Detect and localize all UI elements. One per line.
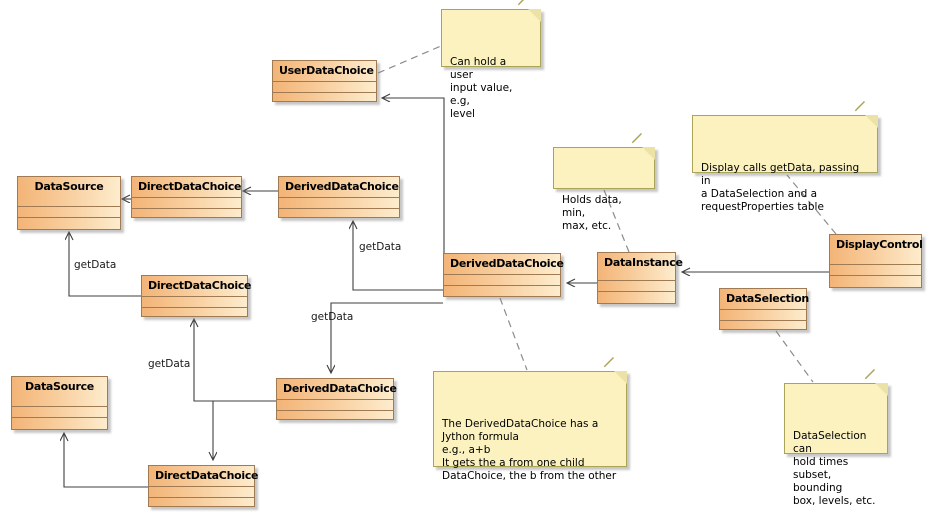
note-userdatachoice: Can hold a user input value, e.g, level [441,0,541,120]
class-operations-compartment [444,286,560,297]
class-attributes-compartment [273,82,376,93]
class-title: DerivedDataChoice [277,379,397,400]
class-attributes-compartment [277,400,393,411]
class-box-deriveddatachoice-mid[interactable]: DerivedDataChoice [443,253,564,297]
class-box-datasource-top[interactable]: DataSource [17,176,121,230]
class-box-datasource-bottom[interactable]: DataSource [11,376,108,430]
edge-derived-bot-to-direct-mid [194,319,276,402]
class-title: DerivedDataChoice [279,177,399,198]
noteanchor-dataselection [775,330,814,383]
class-attributes-compartment [444,275,560,286]
class-attributes-compartment [830,265,921,276]
class-box-userdatachoice[interactable]: UserDataChoice [272,60,377,102]
class-box-directdatachoice-bottom[interactable]: DirectDataChoice [148,465,259,509]
class-title: DisplayControl [830,235,923,265]
class-attributes-compartment [720,310,806,321]
edge-label-getdata-derived-mid-to-bottom: getData [311,311,354,323]
class-title: DirectDataChoice [132,177,242,198]
note-fold-icon [614,371,627,384]
note-text: Can hold a user input value, e.g, level [450,56,513,120]
class-title: DataSource [18,177,120,207]
edge-label-getdata-derived-bot-to-direct-mid: getData [148,358,191,370]
class-title: DataInstance [598,253,683,281]
noteanchor-derivedmid [499,297,528,371]
noteanchor-userdatachoice [377,45,442,74]
note-fold-icon [528,9,541,22]
class-attributes-compartment [142,297,247,308]
class-title: DerivedDataChoice [444,254,564,275]
note-deriveddatachoice: The DerivedDataChoice has a Jython formu… [433,357,627,482]
note-text: Display calls getData, passing in a Data… [701,162,860,213]
class-box-datainstance[interactable]: DataInstance [597,252,683,304]
class-operations-compartment [273,93,376,104]
class-box-displaycontrol[interactable]: DisplayControl [829,234,923,288]
note-dataselection: DataSelection can hold times subset, bou… [784,369,888,507]
edge-label-getdata-direct-mid-to-datasource: getData [74,259,117,271]
class-operations-compartment [277,411,393,422]
class-operations-compartment [149,498,254,509]
class-operations-compartment [830,276,921,287]
class-box-dataselection[interactable]: DataSelection [719,288,809,332]
class-attributes-compartment [18,207,120,218]
note-fold-icon [865,115,878,128]
class-operations-compartment [720,321,806,332]
class-attributes-compartment [598,281,675,292]
class-box-deriveddatachoice-top[interactable]: DerivedDataChoice [278,176,400,218]
note-datainstance: Holds data, min, max, etc. [553,133,655,232]
edge-direct-bot-to-datasource-bot [64,433,148,488]
class-operations-compartment [12,418,107,429]
class-operations-compartment [18,218,120,229]
class-title: DirectDataChoice [149,466,259,487]
note-text: Holds data, min, max, etc. [562,194,622,232]
class-operations-compartment [598,292,675,303]
class-box-directdatachoice-top[interactable]: DirectDataChoice [131,176,242,218]
note-text: DataSelection can hold times subset, bou… [793,430,876,507]
class-box-deriveddatachoice-bottom[interactable]: DerivedDataChoice [276,378,397,422]
class-operations-compartment [132,209,241,220]
class-title: DataSelection [720,289,809,310]
note-displaycontrol: Display calls getData, passing in a Data… [692,101,878,213]
note-fold-icon [642,147,655,160]
note-text: The DerivedDataChoice has a Jython formu… [442,418,617,482]
note-fold-icon [875,383,888,396]
class-title: DirectDataChoice [142,276,252,297]
class-title: DataSource [12,377,107,407]
edge-derived-mid-to-derived-top [353,221,443,291]
class-attributes-compartment [12,407,107,418]
class-box-directdatachoice-mid[interactable]: DirectDataChoice [141,275,252,319]
class-attributes-compartment [149,487,254,498]
class-attributes-compartment [279,198,399,209]
class-title: UserDataChoice [273,61,376,82]
class-attributes-compartment [132,198,241,209]
class-operations-compartment [142,308,247,319]
edge-label-getdata-derived-mid-to-top: getData [359,241,402,253]
class-operations-compartment [279,209,399,220]
